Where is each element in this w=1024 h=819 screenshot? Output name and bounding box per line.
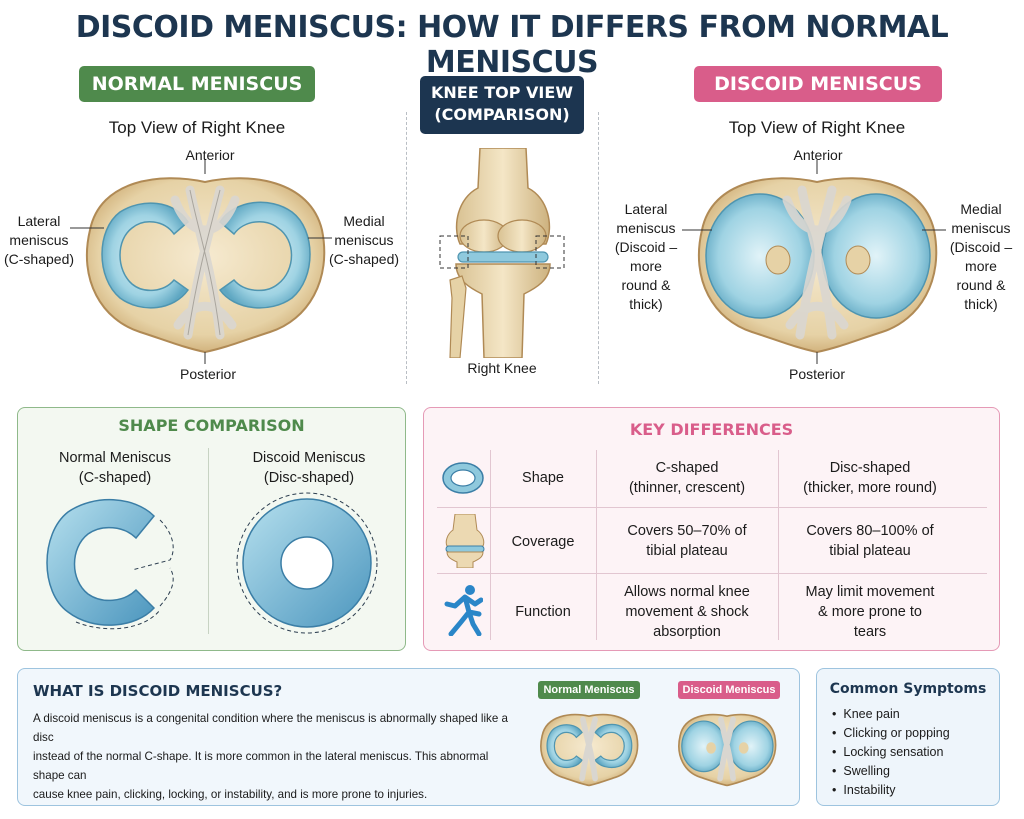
page-title: DISCOID MENISCUS: HOW IT DIFFERS FROM NO…: [75, 10, 949, 80]
what-is-title: WHAT IS DISCOID MENISCUS?: [33, 682, 283, 700]
runner-icon: [444, 585, 483, 636]
normal-knee-illustration: [70, 160, 332, 364]
discoid-posterior-label: Posterior: [788, 366, 846, 382]
key-differences-panel: [423, 407, 1000, 651]
ring-icon: [442, 462, 484, 494]
key-differences-title: KEY DIFFERENCES: [629, 420, 794, 439]
row-label-shape: Shape: [522, 470, 564, 486]
symptoms-list: Knee pain Clicking or popping Locking se…: [832, 705, 950, 800]
discoid-medial-label: Medial meniscus (Discoid – more round & …: [949, 201, 1013, 312]
shape-discoid-label: Discoid Meniscus (Disc-shaped): [252, 450, 366, 486]
discoid-knee-illustration: [682, 160, 946, 364]
knee-front-illustration: [439, 148, 565, 358]
normal-meniscus-badge: NORMAL MENISCUS: [79, 66, 315, 102]
normal-subtitle: Top View of Right Knee: [108, 118, 286, 137]
row-function-discoid: May limit movement & more prone to tears: [805, 584, 935, 640]
mini-discoid-badge: Discoid Meniscus: [678, 681, 780, 699]
what-is-text: A discoid meniscus is a congenital condi…: [33, 712, 508, 801]
normal-anterior-label: Anterior: [185, 147, 235, 163]
row-function-normal: Allows normal knee movement & shock abso…: [624, 584, 750, 640]
row-shape-normal: C-shaped (thinner, crescent): [628, 460, 746, 496]
mini-normal-badge: Normal Meniscus: [538, 681, 640, 699]
normal-medial-label: Medial meniscus (C-shaped): [328, 213, 400, 267]
normal-lateral-label: Lateral meniscus (C-shaped): [3, 213, 75, 267]
discoid-anterior-label: Anterior: [793, 147, 843, 163]
discoid-lateral-label: Lateral meniscus (Discoid – more round &…: [614, 201, 678, 312]
row-label-function: Function: [515, 604, 571, 620]
normal-posterior-label: Posterior: [179, 366, 237, 382]
discoid-meniscus-badge: DISCOID MENISCUS: [694, 66, 942, 102]
knee-icon: [445, 514, 485, 568]
disc-shape-meniscus-icon: [236, 492, 378, 634]
right-knee-caption: Right Knee: [467, 360, 537, 376]
divider-right: [598, 112, 599, 384]
row-coverage-normal: Covers 50–70% of tibial plateau: [627, 523, 747, 559]
mini-discoid-knee-illustration: [678, 713, 777, 787]
row-coverage-discoid: Covers 80–100% of tibial plateau: [806, 523, 934, 559]
symptom-item: Instability: [832, 781, 950, 800]
what-is-panel: [17, 668, 800, 806]
symptom-item: Clicking or popping: [832, 724, 949, 743]
discoid-subtitle: Top View of Right Knee: [728, 118, 906, 137]
row-label-coverage: Coverage: [511, 534, 575, 550]
divider-left: [406, 112, 407, 384]
c-shape-meniscus-icon: [46, 499, 174, 630]
symptoms-title: Common Symptoms: [829, 681, 987, 697]
symptom-item: Swelling: [832, 762, 950, 781]
mini-normal-knee-illustration: [540, 713, 639, 787]
shape-divider: [208, 448, 209, 634]
knee-top-view-badge: KNEE TOP VIEW (COMPARISON): [420, 76, 584, 134]
symptom-item: Knee pain: [832, 705, 950, 724]
shape-normal-label: Normal Meniscus (C-shaped): [59, 450, 171, 486]
symptom-item: Locking sensation: [832, 743, 950, 762]
shape-comparison-title: SHAPE COMPARISON: [118, 416, 305, 435]
row-shape-discoid: Disc-shaped (thicker, more round): [803, 460, 937, 496]
